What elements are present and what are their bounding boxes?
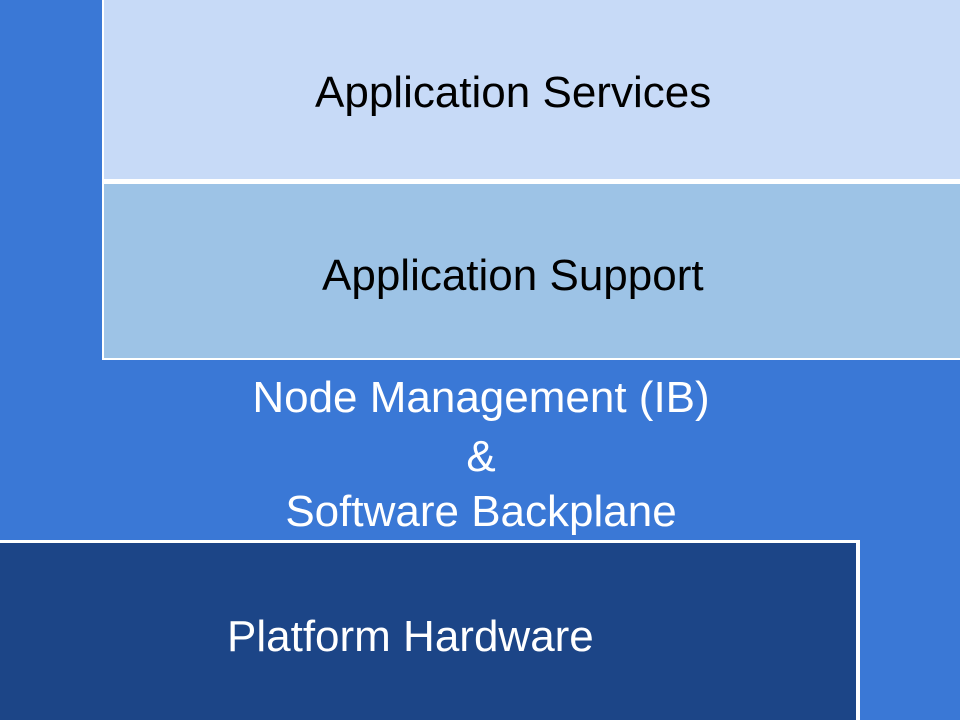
application-support-layer: Application Support [102,181,960,360]
application-services-layer: Application Services [102,0,960,181]
node-management-layer: Node Management (IB) & Software Backplan… [0,360,960,540]
application-support-label: Application Support [322,251,704,300]
ampersand-label: & [466,432,496,481]
platform-hardware-layer: Platform Hardware [0,540,860,720]
platform-hardware-label: Platform Hardware [227,612,594,661]
software-backplane-label: Software Backplane [285,487,677,536]
node-management-label: Node Management (IB) [252,373,710,422]
application-services-label: Application Services [315,68,712,117]
